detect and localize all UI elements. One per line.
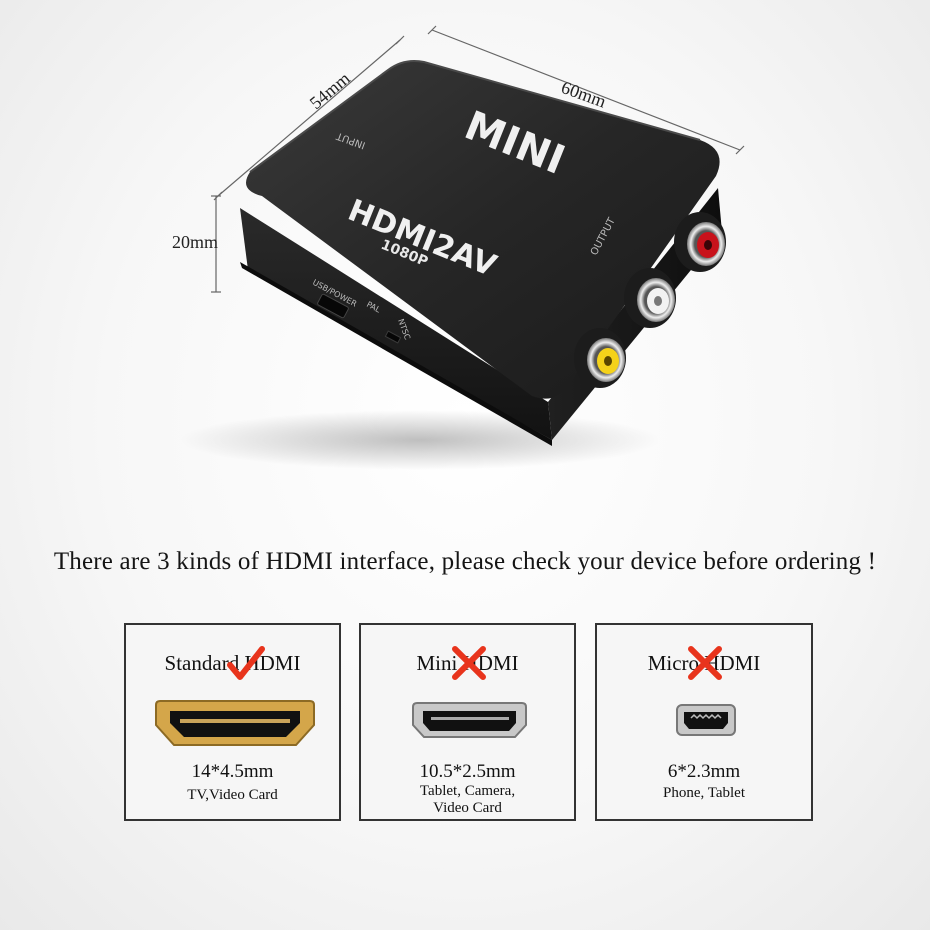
interface-use-line: Video Card — [433, 800, 502, 816]
micro-hdmi-connector-icon — [676, 704, 736, 736]
usb-port — [317, 293, 349, 319]
dimension-lines — [211, 25, 745, 293]
interface-size: 6*2.3mm — [667, 761, 741, 782]
check-icon — [227, 646, 265, 680]
interface-uses: Tablet, Camera, Video Card — [361, 783, 574, 817]
interface-size: 10.5*2.5mm — [419, 761, 516, 782]
rca-jack-red — [674, 212, 726, 272]
cross-icon — [452, 646, 486, 680]
interface-use-line: TV,Video Card — [187, 787, 278, 803]
headline: There are 3 kinds of HDMI interface, ple… — [53, 548, 877, 575]
interface-uses: TV,Video Card — [126, 787, 339, 804]
product-illustration: 54mm 60mm 20mm MINI HDMI2AV 1080P INPUT … — [172, 25, 745, 470]
interface-card-standard: Standard HDMI 14*4.5mm TV,Video Card — [124, 623, 341, 821]
interface-use-line: Phone, Tablet — [663, 785, 745, 801]
pal-ntsc-switch — [384, 330, 402, 344]
mini-hdmi-connector-icon — [412, 702, 527, 738]
interface-card-micro: Micro HDMI 6*2.3mm Phone, Tablet — [595, 623, 813, 821]
rca-jack-yellow — [574, 328, 626, 388]
interface-size: 14*4.5mm — [191, 761, 274, 782]
rca-jack-white — [624, 268, 676, 328]
standard-hdmi-connector-icon — [155, 700, 315, 746]
cross-icon — [688, 646, 722, 680]
interface-uses: Phone, Tablet — [597, 785, 811, 802]
interface-use-line: Tablet, Camera, — [419, 783, 516, 799]
dim-height-label: 20mm — [172, 232, 218, 252]
interface-card-mini: Mini HDMI 10.5*2.5mm Tablet, Camera, Vid… — [359, 623, 576, 821]
